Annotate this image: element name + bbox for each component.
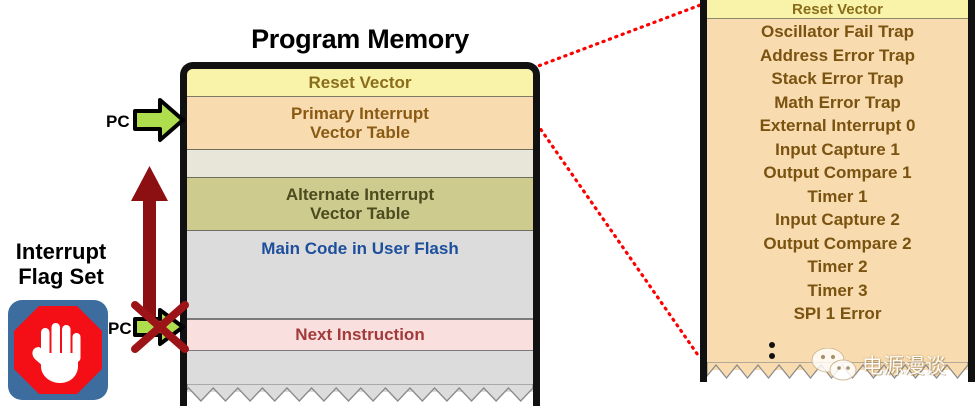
memory-row-reset-vector[interactable]: Reset Vector [187,69,533,97]
vector-table-item[interactable]: Output Compare 1 [763,163,912,182]
pc-arrow-icon [133,98,185,142]
wechat-icon [811,347,857,381]
detail-header-label: Reset Vector [792,0,883,18]
vector-table-item[interactable]: Timer 2 [807,257,868,276]
vector-table-item[interactable]: Input Capture 2 [775,210,900,229]
memory-row-next-instruction-label: Next Instruction [295,325,425,345]
return-arrow-icon [131,166,168,324]
primary-vector-table-line2: Vector Table [310,123,410,142]
vector-table-item[interactable]: Timer 1 [807,186,868,206]
primary-vector-table-line1: Primary Interrupt [291,103,429,123]
alternate-vector-table-line1: Alternate Interrupt [285,184,435,204]
page-title: Program Memory [251,24,469,54]
memory-row-alternate-vector-table[interactable]: Alternate Interrupt Vector Table [187,178,533,231]
memory-row-next-instruction[interactable]: Next Instruction [187,319,533,351]
interrupt-flag-line1: Interrupt [15,239,107,264]
memory-row-reset-vector-label: Reset Vector [308,72,412,92]
memory-edge-right [533,380,540,406]
interrupt-flag-label: Interrupt Flag Set [2,239,120,290]
vector-table-item[interactable]: External Interrupt 0 [759,116,916,135]
watermark-text: 电源漫谈 [862,354,946,378]
vector-table-item[interactable]: Output Compare 2 [763,233,912,253]
pc-label-bottom: PC [108,319,132,338]
memory-row-main-code-label: Main Code in User Flash [261,239,459,258]
memory-row-main-code[interactable]: Main Code in User Flash [187,231,533,319]
memory-row-gap-upper [187,150,533,178]
pc-label-top: PC [106,112,130,131]
watermark: 电源漫谈 [810,347,970,388]
detail-edge-right [968,358,975,382]
alternate-vector-table-line2: Vector Table [310,204,410,223]
program-memory-block: Reset Vector Primary Interrupt Vector Ta… [180,62,540,410]
connector-line-top [531,2,705,70]
vector-table-item[interactable]: Timer 3 [807,280,868,300]
detail-header-reset-vector[interactable]: Reset Vector [707,0,968,19]
memory-row-primary-vector-table[interactable]: Primary Interrupt Vector Table [187,97,533,150]
vector-table-item[interactable]: Input Capture 1 [775,139,900,159]
vector-table-item[interactable]: Stack Error Trap [771,69,904,88]
blocked-cross-icon [131,301,189,353]
memory-edge-left [180,380,187,406]
vector-table-item[interactable]: Address Error Trap [760,45,915,65]
detail-edge-left [700,358,707,382]
vector-table-item[interactable]: Math Error Trap [774,92,901,112]
connector-line-bottom [535,122,702,360]
memory-torn-edge [187,384,533,402]
program-memory-frame: Reset Vector Primary Interrupt Vector Ta… [180,62,540,392]
interrupt-flag-line2: Flag Set [18,263,104,289]
vector-table-item[interactable]: Oscillator Fail Trap [760,22,915,41]
stop-hand-icon[interactable] [8,300,108,400]
vector-table-item[interactable]: SPI 1 Error [793,304,882,323]
